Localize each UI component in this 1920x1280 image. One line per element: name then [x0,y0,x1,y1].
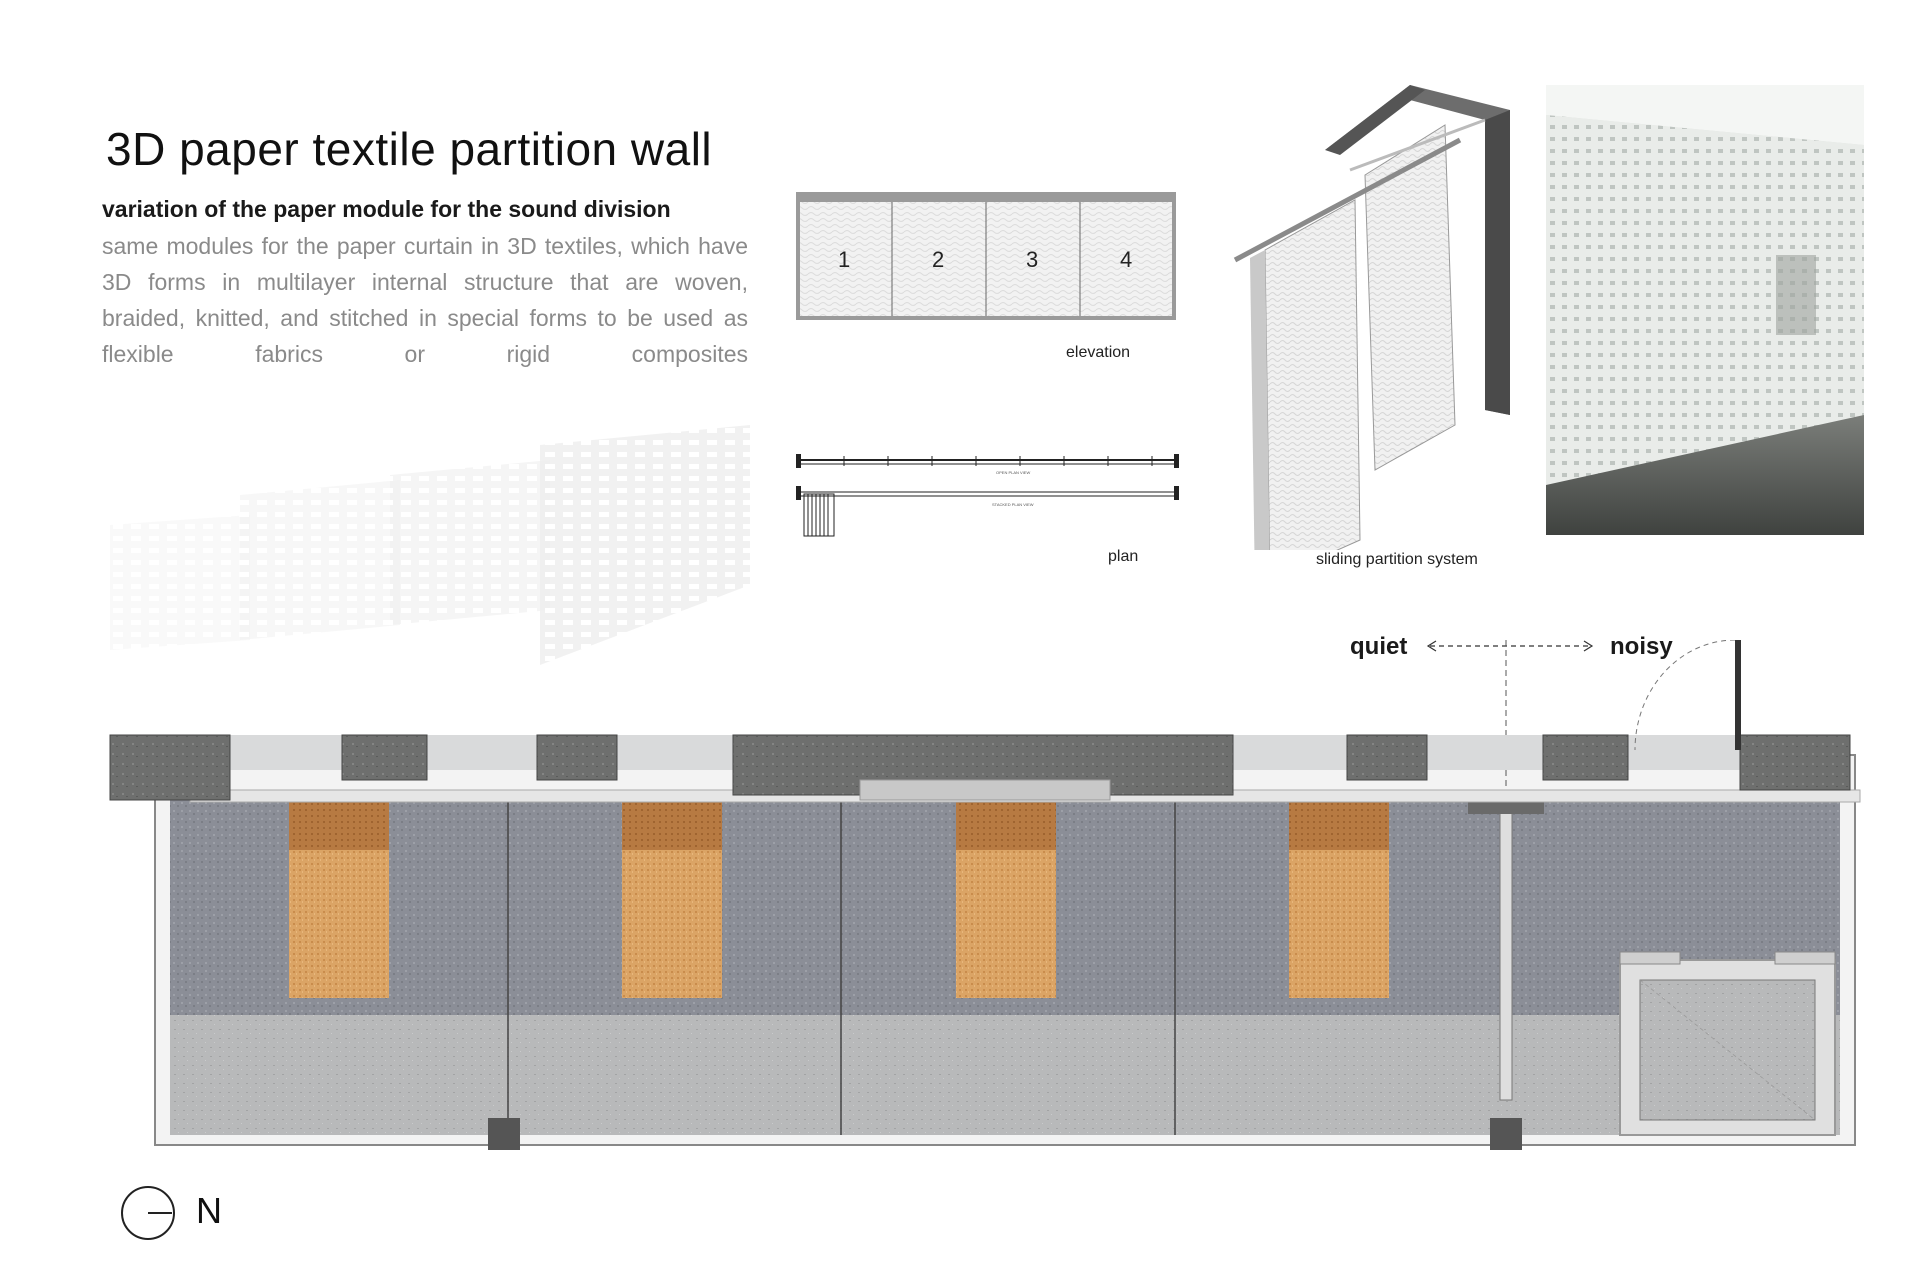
quiet-label: quiet [1350,633,1408,660]
plan-drawing: OPEN PLAN VIEW STACKED PLAN VIEW [796,450,1181,550]
elevation-drawing: 1 2 3 4 [796,192,1176,322]
plan-caption: plan [1108,548,1139,565]
page-title: 3D paper textile partition wall [106,123,713,175]
sliding-partition-caption: sliding partition system [1316,551,1478,568]
module-number-4: 4 [1120,247,1133,272]
stacked-plan-label: STACKED PLAN VIEW [992,502,1034,507]
noisy-label: noisy [1610,633,1673,660]
module-number-2: 2 [932,247,945,272]
quiet-noisy-arrow [1426,640,1594,652]
installation-photo [1546,85,1864,535]
module-number-1: 1 [838,247,851,272]
paper-module-renderings [110,425,750,665]
open-plan-label: OPEN PLAN VIEW [996,470,1031,475]
north-arrow-icon [121,1186,175,1240]
elevation-caption: elevation [1066,344,1131,361]
floor-plan [109,640,1861,1150]
page-subtitle: variation of the paper module for the so… [102,196,671,222]
north-label: N [196,1190,222,1231]
description-paragraph: same modules for the paper curtain in 3D… [102,233,748,367]
sliding-partition-isometric [1233,85,1510,550]
module-number-3: 3 [1026,247,1039,272]
